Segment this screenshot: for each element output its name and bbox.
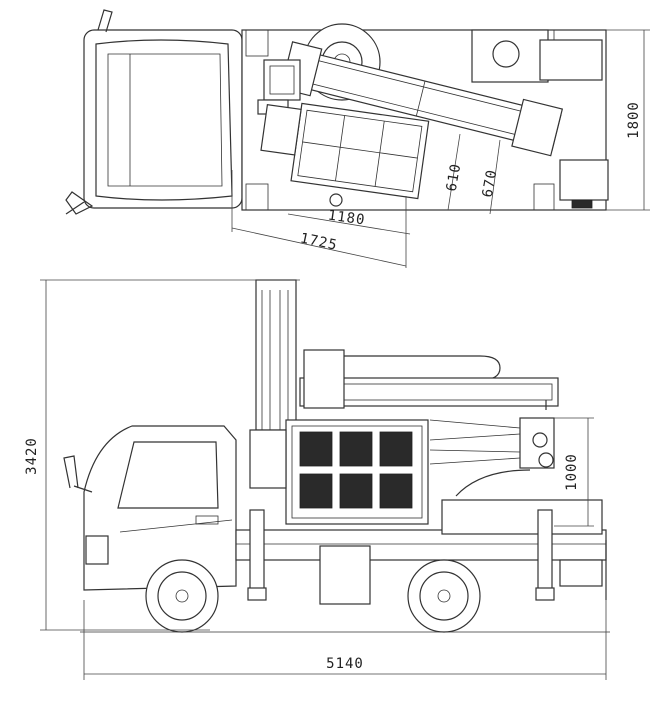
top-view-platform xyxy=(260,102,430,200)
dim-total-width: 1800 xyxy=(626,101,642,139)
side-view-cab xyxy=(63,425,237,591)
top-view-cab xyxy=(65,9,243,215)
dim-total-height: 3420 xyxy=(24,437,40,475)
side-view-rear-wheel xyxy=(407,559,481,633)
top-view-dimensions xyxy=(231,29,650,268)
top-view-boom xyxy=(280,41,564,157)
side-view-front-wheel xyxy=(145,559,219,633)
dim-platform-width-a: 610 xyxy=(444,162,465,193)
side-view-bucket xyxy=(249,419,429,525)
side-view-outriggers xyxy=(247,509,555,601)
side-view-mast xyxy=(255,279,297,431)
side-view-boom xyxy=(299,349,559,497)
dim-outrigger-span: 1725 xyxy=(299,230,339,253)
side-view-dimensions xyxy=(40,279,607,680)
side-view xyxy=(40,279,610,680)
dim-platform-width-b: 670 xyxy=(480,168,501,199)
top-view xyxy=(65,9,650,268)
dim-total-length: 5140 xyxy=(326,656,364,672)
top-view-control xyxy=(257,59,301,115)
dim-platform-height: 1000 xyxy=(564,453,580,491)
dim-platform-length: 1180 xyxy=(327,207,367,228)
